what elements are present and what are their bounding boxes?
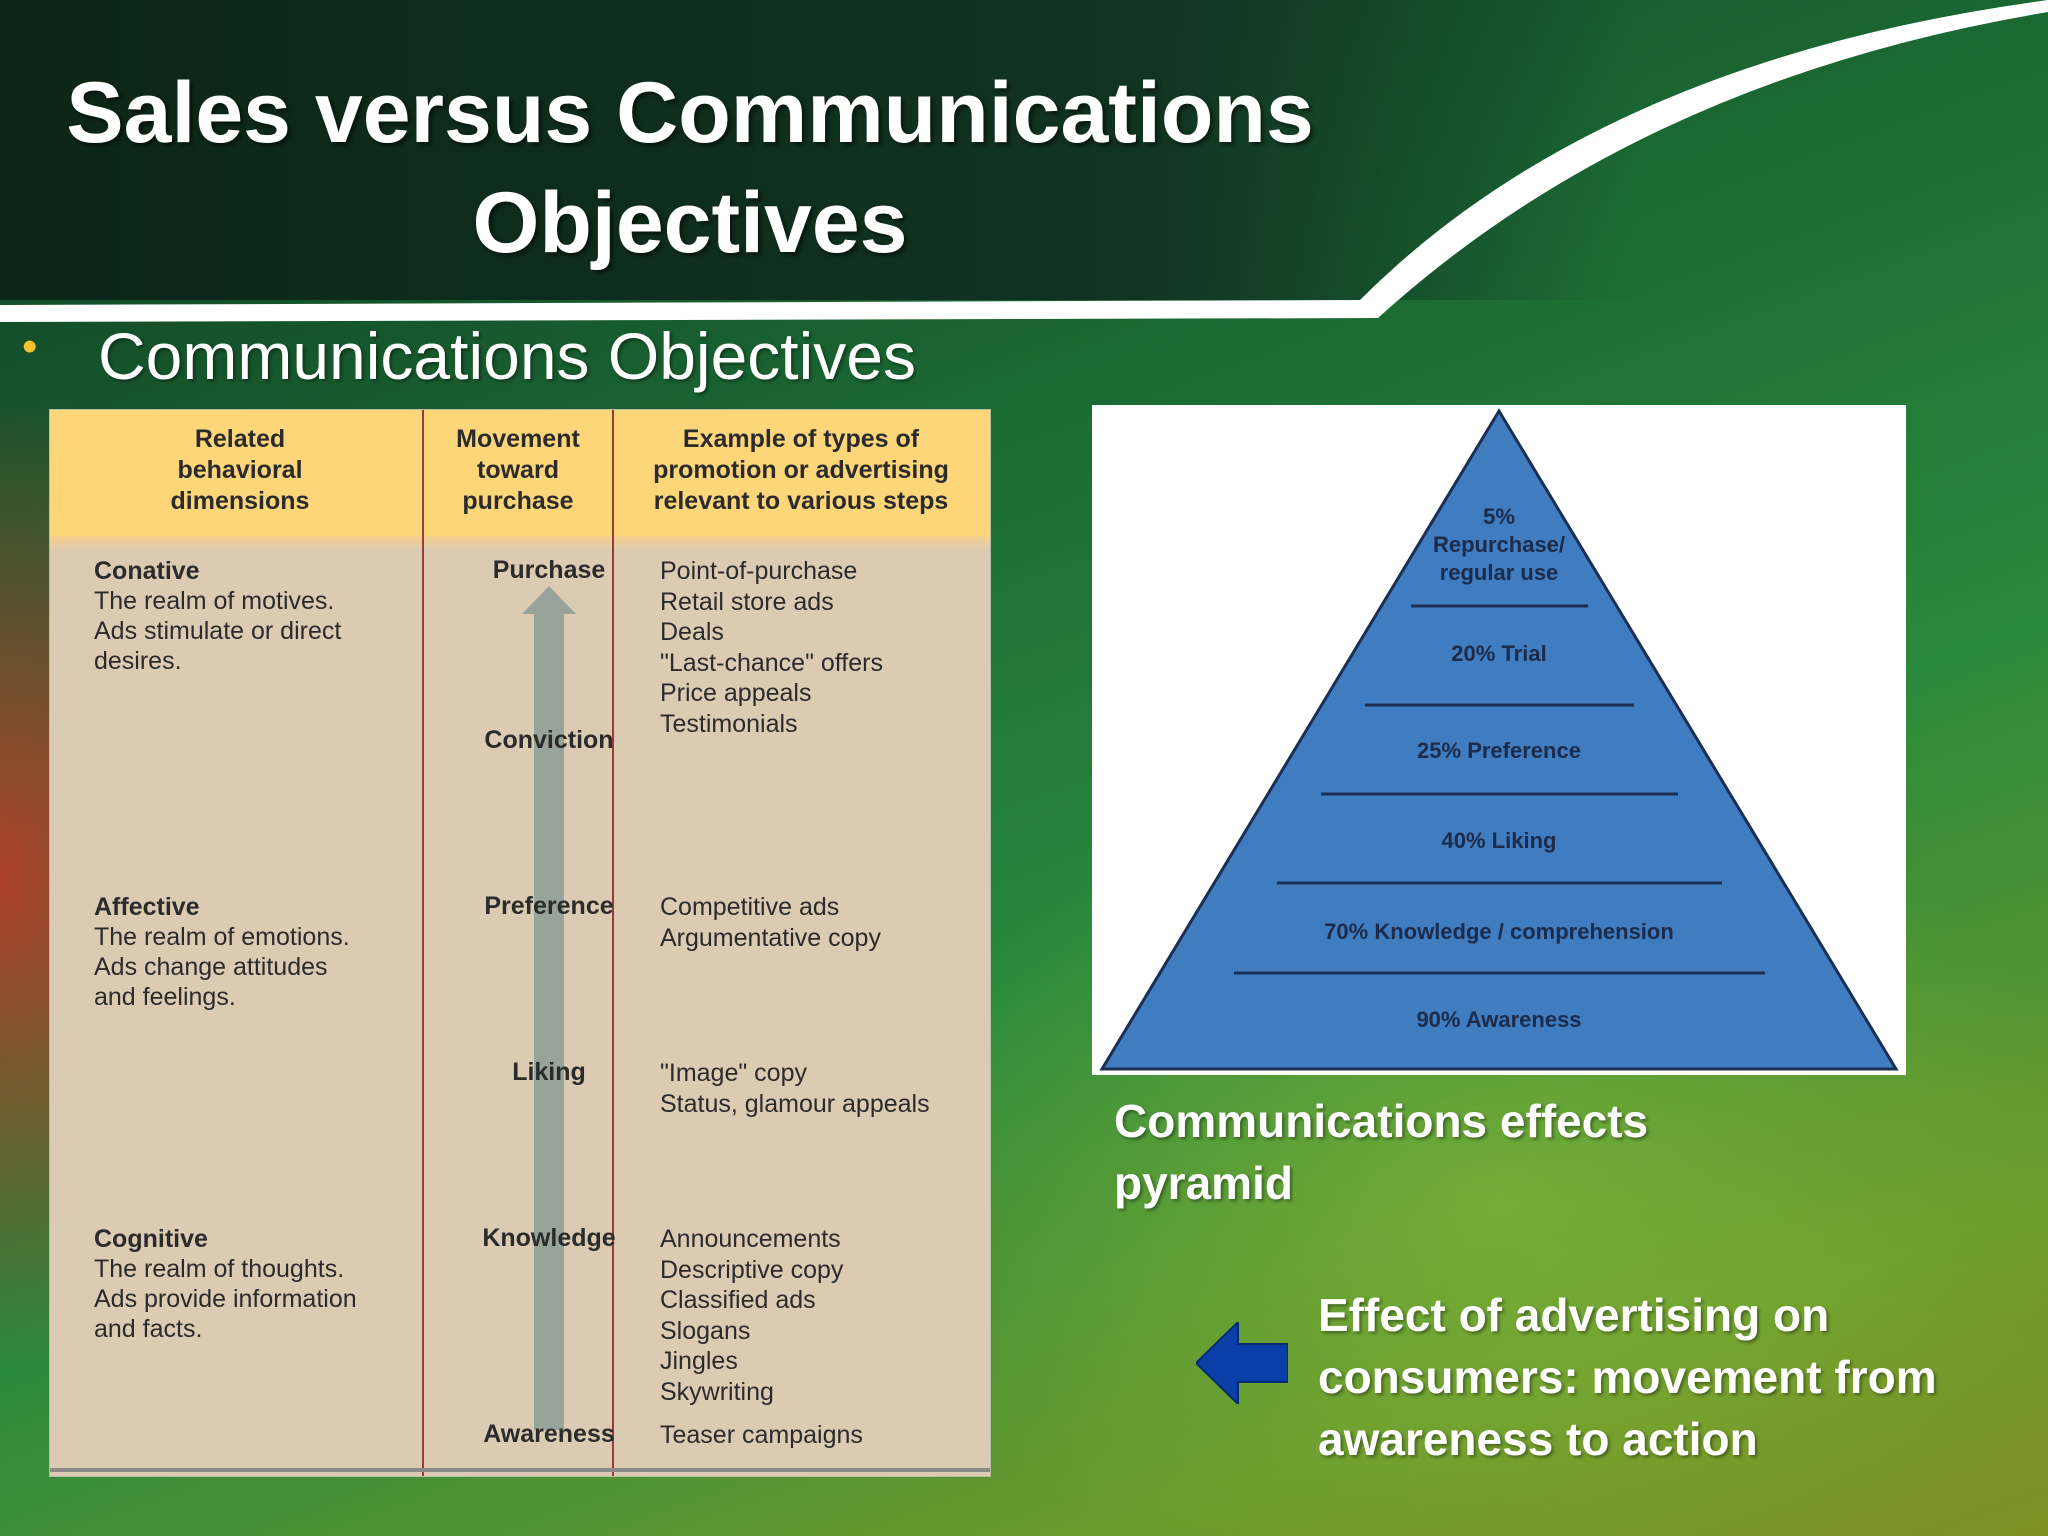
example-item: Slogans <box>660 1316 751 1345</box>
column-divider <box>422 410 424 1476</box>
dimension-affective: Affective The realm of emotions. Ads cha… <box>94 892 414 1012</box>
dimension-conative: Conative The realm of motives. Ads stimu… <box>94 556 414 676</box>
header-dimensions: Related behavioral dimensions <box>170 425 310 515</box>
hierarchy-effects-table: Related behavioral dimensions Movement t… <box>50 410 990 1476</box>
example-item: Testimonials <box>660 709 798 738</box>
bullet-text: Communications Objectives <box>98 319 916 393</box>
bullet-marker: • <box>22 322 38 371</box>
dimension-description: The realm of motives. Ads stimulate or d… <box>94 587 342 675</box>
pyramid-caption: Communications effects pyramid <box>1114 1095 1649 1209</box>
example-item: Retail store ads <box>660 587 834 616</box>
dimension-description: The realm of emotions. Ads change attitu… <box>94 923 350 1011</box>
example-item: Classified ads <box>660 1286 816 1314</box>
pyramid-level-awareness: 90% Awareness <box>1416 1007 1582 1032</box>
header-band <box>0 0 2048 300</box>
step-liking: Liking <box>512 1058 586 1086</box>
dimension-name: Conative <box>94 557 200 585</box>
examples-conative: Point-of-purchase Retail store ads Deals… <box>660 556 980 739</box>
pyramid-level-liking: 40% Liking <box>1441 828 1557 853</box>
example-item: Price appeals <box>660 679 812 707</box>
pyramid-level-repurchase: 5% Repurchase/ regular use <box>1432 504 1566 585</box>
step-conviction: Conviction <box>484 726 614 754</box>
example-item: Competitive ads <box>660 893 840 921</box>
table-bottom-rule <box>50 1468 990 1472</box>
dimension-cognitive: Cognitive The realm of thoughts. Ads pro… <box>94 1224 414 1344</box>
example-item: "Image" copy <box>660 1059 807 1087</box>
header-examples: Example of types of promotion or adverti… <box>653 425 949 515</box>
example-item: Status, glamour appeals <box>660 1089 930 1118</box>
example-item: Skywriting <box>660 1377 774 1406</box>
dimension-description: The realm of thoughts. Ads provide infor… <box>94 1255 357 1343</box>
pyramid-graphic <box>1099 408 1899 1071</box>
table-header-fade <box>50 536 990 550</box>
step-preference: Preference <box>484 892 614 920</box>
examples-preference: Competitive ads Argumentative copy <box>660 892 980 953</box>
examples-liking: "Image" copy Status, glamour appeals <box>660 1058 980 1119</box>
example-item: Descriptive copy <box>660 1255 844 1284</box>
table-header-band <box>50 410 990 536</box>
step-knowledge: Knowledge <box>482 1224 616 1252</box>
examples-awareness: Teaser campaigns <box>660 1420 980 1451</box>
effect-note: Effect of advertising on consumers: move… <box>1318 1289 1937 1465</box>
left-arrow-icon <box>1196 1322 1288 1404</box>
slide-title: Sales versus Communications Objectives <box>66 65 1314 271</box>
example-item: Argumentative copy <box>660 923 881 952</box>
dimension-name: Cognitive <box>94 1225 208 1253</box>
header-movement: Movement toward purchase <box>456 425 580 515</box>
pyramid-level-preference: 25% Preference <box>1417 738 1581 763</box>
upward-arrow-head-icon <box>522 586 576 614</box>
example-item: Announcements <box>660 1225 841 1253</box>
pyramid-level-trial: 20% Trial <box>1451 641 1547 666</box>
column-divider <box>612 410 614 1476</box>
step-purchase: Purchase <box>492 556 606 584</box>
example-item: Teaser campaigns <box>660 1421 863 1449</box>
pyramid-level-knowledge: 70% Knowledge / comprehension <box>1324 919 1674 944</box>
example-item: Jingles <box>660 1347 738 1375</box>
dimension-name: Affective <box>94 893 200 921</box>
upward-arrow-shaft <box>534 610 564 1430</box>
step-awareness: Awareness <box>483 1420 615 1448</box>
communications-effects-pyramid: 5% Repurchase/ regular use 20% Trial 25%… <box>1092 405 1906 1075</box>
examples-cognitive: Announcements Descriptive copy Classifie… <box>660 1224 980 1407</box>
example-item: Point-of-purchase <box>660 557 858 585</box>
example-item: "Last-chance" offers <box>660 648 883 677</box>
example-item: Deals <box>660 618 724 646</box>
